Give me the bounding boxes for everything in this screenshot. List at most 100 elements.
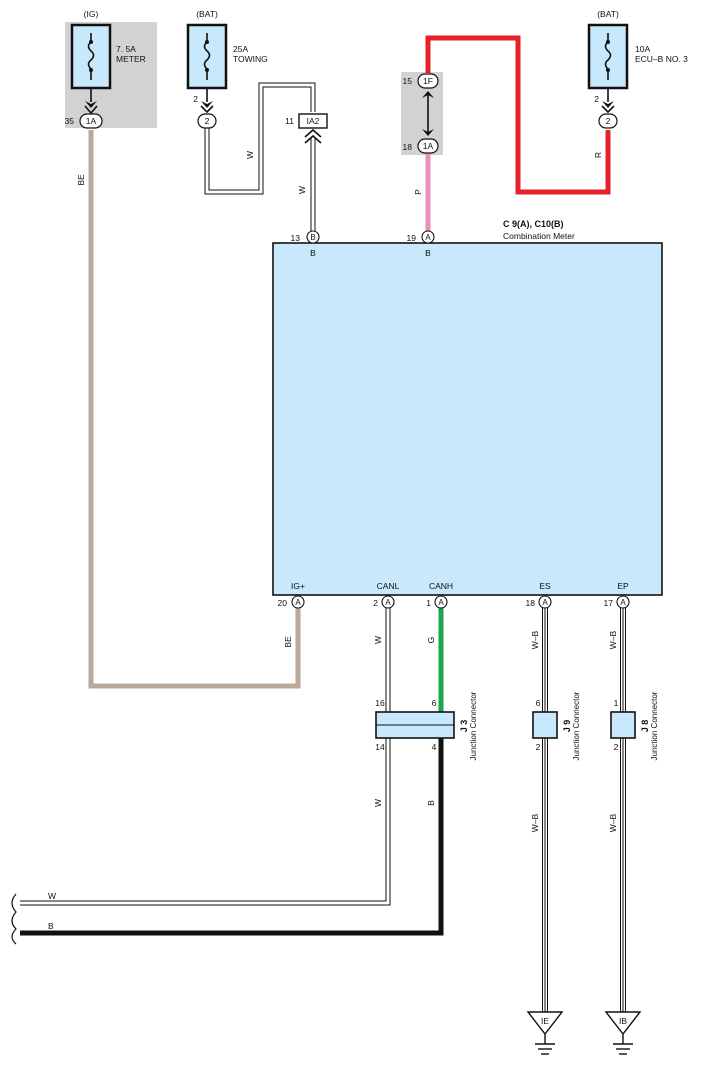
wire-label-p: P [413,189,423,195]
j9-pin-6: 6 [536,698,541,708]
meter-pin-17-conn: A [620,598,626,607]
meter-fuse-name: METER [116,54,146,64]
wire-break-mark [11,893,17,945]
meter-fuse-pin: 35 [65,116,75,126]
meter-pin-1-conn: A [438,598,444,607]
j3-pin-14: 14 [375,742,385,752]
j8-name: Junction Connector [650,691,659,760]
arrow-up-icon [422,91,434,98]
w-wire-canl [20,608,391,906]
meter-pin-18-conn: A [542,598,548,607]
wire-label-wb-es: W–B [530,630,540,649]
wire-label-b-left: B [48,921,54,931]
wire-label-wb-j8: W–B [608,813,618,832]
j9-id: J 9 [562,720,572,733]
ecub-fuse: (BAT) 10A ECU–B NO. 3 2 2 [587,9,688,129]
connector-arrow-icon [201,101,213,108]
ecub-fuse-pin: 2 [594,94,599,104]
meter-pin-17-num: 17 [604,598,614,608]
j3-pin-4: 4 [432,742,437,752]
meter-pin-ep-label: EP [617,581,629,591]
j8-pin-2: 2 [614,742,619,752]
towing-fuse-pin: 2 [193,94,198,104]
wire-label-b-j3: B [426,800,436,806]
ground-ie-label: IE [541,1016,549,1026]
fuse-icon [87,33,95,80]
b-wire-j3 [20,738,444,936]
wire-label-wb-j9: W–B [530,813,540,832]
j3-id: J 3 [459,720,469,733]
meter-pin-19-conn: A [425,233,431,242]
wire-label-be-top: BE [76,174,86,186]
double-chevron-icon [304,128,322,144]
ecub-fuse-conn: 2 [606,116,611,126]
meter-name: Combination Meter [503,231,575,241]
j8-pin-1: 1 [614,698,619,708]
j3-pin-6: 6 [432,698,437,708]
meter-fuse: (IG) 7. 5A METER 35 1A [65,9,146,129]
towing-fuse-source: (BAT) [196,9,218,19]
wire-label-be-ig: BE [283,636,293,648]
ecub-fuse-source: (BAT) [597,9,619,19]
red-wire-ecub [425,35,611,195]
inline-1f-1a-connector: 15 1F 18 1A [403,73,439,154]
j9-name: Junction Connector [572,691,581,760]
ia2-connector: 11 IA2 [285,113,328,144]
wire-label-g-canh: G [426,637,436,644]
meter-fuse-rating: 7. 5A [116,44,136,54]
meter-pin-18-num: 18 [526,598,536,608]
inline-bottom-pin: 18 [403,142,413,152]
meter-pin-19-label: B [425,248,431,258]
meter-pin-13-conn: B [310,233,315,242]
wire-label-r: R [593,152,603,158]
meter-pin-20-conn: A [295,598,301,607]
wire-label-w-left: W [48,891,56,901]
j3-pin-16: 16 [375,698,385,708]
meter-pin-canh-label: CANH [429,581,453,591]
j9-junction-connector: 6 2 J 9 Junction Connector [532,691,581,760]
j8-id: J 8 [640,720,650,733]
connector-arrow-icon [85,101,97,108]
be-wire-ig [88,130,301,689]
wire-label-w-towing: W [245,151,255,159]
inline-bottom-conn: 1A [423,141,434,151]
towing-fuse: (BAT) 25A TOWING 2 2 [186,9,268,129]
arrow-down-icon [422,129,434,136]
wire-label-w-ia2: W [297,186,307,194]
meter-id: C 9(A), C10(B) [503,219,564,229]
meter-pin-es-label: ES [539,581,551,591]
towing-fuse-name: TOWING [233,54,268,64]
wire-label-w-j3: W [373,799,383,807]
meter-pin-13-num: 13 [291,233,301,243]
ground-icon [526,1011,564,1036]
j3-junction-connector: 16 6 14 4 J 3 Junction Connector [375,691,478,760]
ecub-fuse-name: ECU–B NO. 3 [635,54,688,64]
meter-pin-13-label: B [310,248,316,258]
ground-ie: IE [526,1011,564,1055]
ia2-conn: IA2 [307,116,320,126]
inline-top-conn: 1F [423,76,433,86]
meter-pin-2-conn: A [385,598,391,607]
meter-pin-1-num: 1 [426,598,431,608]
towing-fuse-conn: 2 [205,116,210,126]
fuse-icon [203,33,211,80]
meter-pin-20-num: 20 [278,598,288,608]
j8-junction-connector: 1 2 J 8 Junction Connector [610,691,659,760]
meter-pin-19-num: 19 [407,233,417,243]
meter-pin-2-num: 2 [373,598,378,608]
ground-ib-label: IB [619,1016,627,1026]
meter-pin-igp-label: IG+ [291,581,305,591]
ground-icon [604,1011,642,1036]
inline-top-pin: 15 [403,76,413,86]
j9-pin-2: 2 [536,742,541,752]
meter-fuse-source: (IG) [84,9,99,19]
ground-ib: IB [604,1011,642,1055]
j3-name: Junction Connector [469,691,478,760]
connector-arrow-icon [602,101,614,108]
combination-meter: C 9(A), C10(B) Combination Meter 13 B B … [272,219,663,609]
wire-label-wb-ep: W–B [608,630,618,649]
fuse-icon [604,33,612,80]
ia2-pin: 11 [285,116,294,126]
wire-label-w-canl: W [373,636,383,644]
